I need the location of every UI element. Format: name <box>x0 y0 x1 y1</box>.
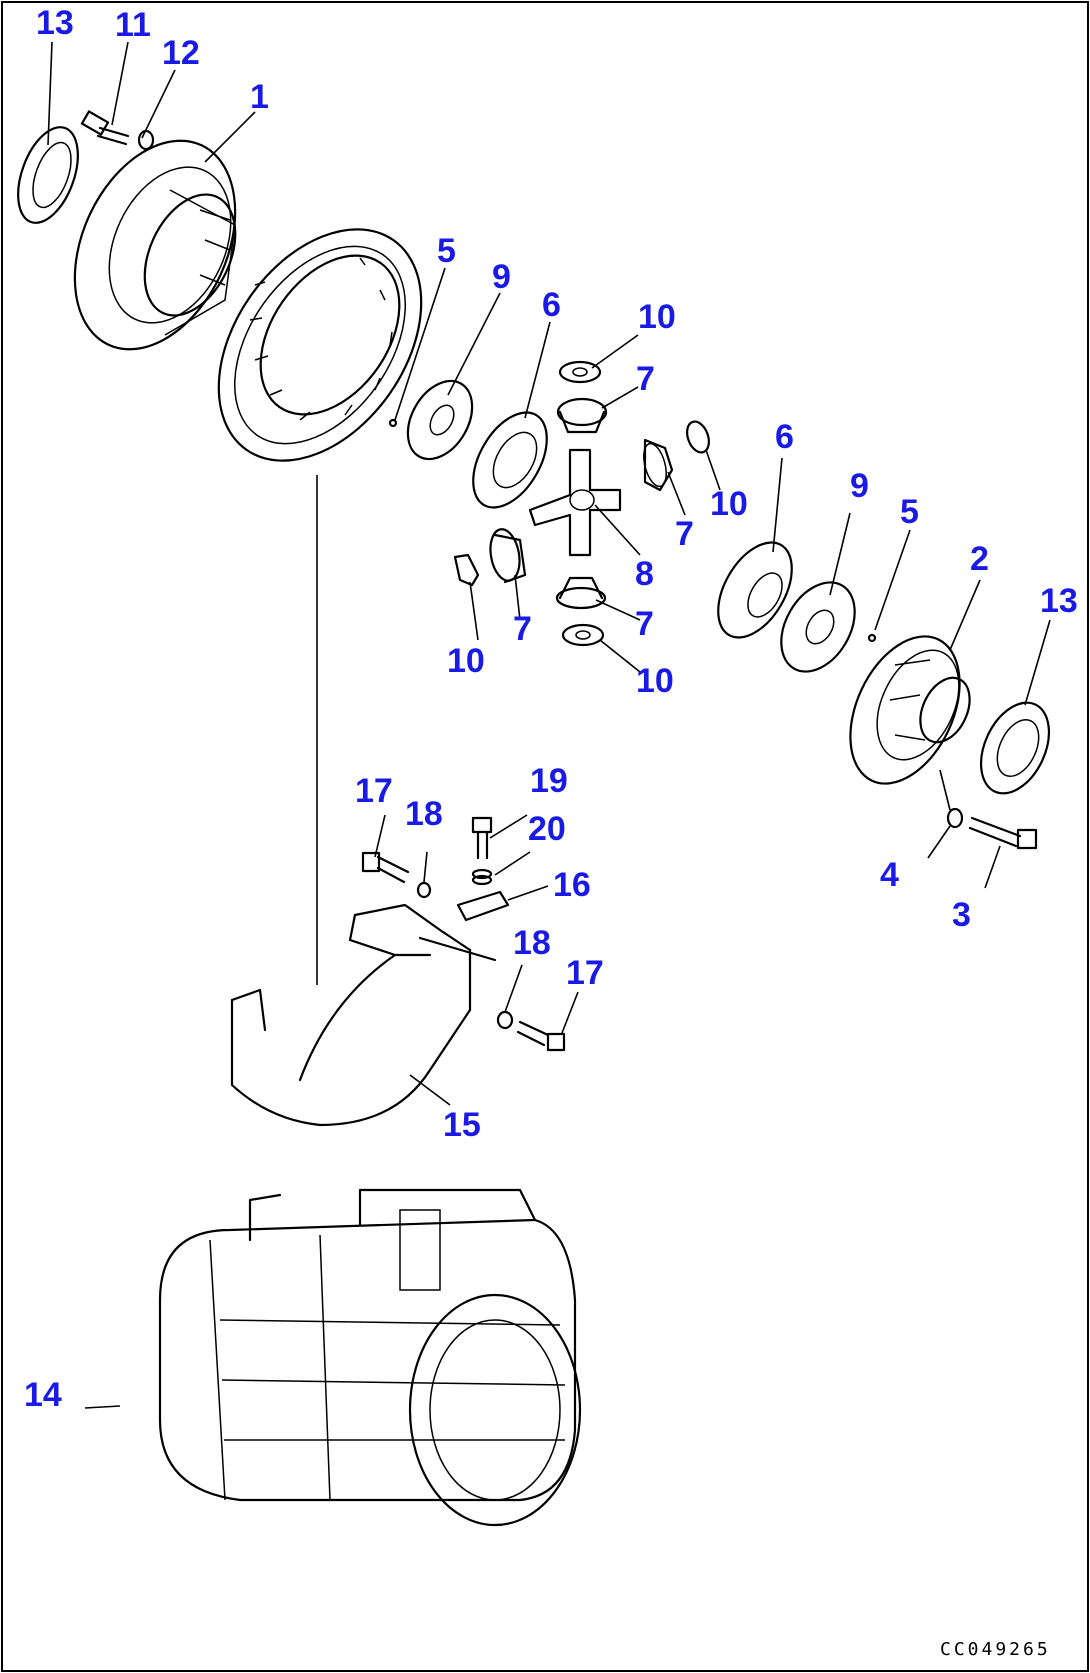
part-5-shim-upper <box>388 418 398 428</box>
callout-6-upper: 6 <box>542 286 561 324</box>
callout-3: 3 <box>952 896 971 934</box>
callout-17-upper: 17 <box>355 772 393 810</box>
callout-20: 20 <box>528 810 566 848</box>
part-13-left-bearing <box>17 126 79 224</box>
part-17-bolt-upper <box>361 851 410 884</box>
callout-numbers: 13 11 12 1 5 9 6 10 7 6 10 7 9 5 2 13 8 … <box>24 4 1078 1414</box>
callout-16: 16 <box>553 866 591 904</box>
callout-7-right: 7 <box>675 515 694 553</box>
callout-1: 1 <box>250 78 269 116</box>
part-10-washer-right <box>686 420 710 454</box>
part-18-washer-lower <box>496 1010 514 1030</box>
callout-7-bottom: 7 <box>635 605 654 643</box>
callout-19: 19 <box>530 762 568 800</box>
part-9-thrust-washer-lower <box>780 581 856 673</box>
callout-14: 14 <box>24 1376 62 1414</box>
part-4-washer <box>946 807 964 829</box>
part-8-spider <box>528 448 622 557</box>
callout-9-lower: 9 <box>850 467 869 505</box>
callout-15: 15 <box>443 1106 481 1144</box>
callout-6-lower: 6 <box>775 418 794 456</box>
part-7-pinion-top <box>556 397 608 434</box>
callout-18-upper: 18 <box>405 795 443 833</box>
part-10-washer-top <box>558 360 602 384</box>
callout-2: 2 <box>970 540 989 578</box>
callout-7-top: 7 <box>636 360 655 398</box>
callout-10-top: 10 <box>638 298 676 336</box>
callout-8: 8 <box>635 555 654 593</box>
part-3-bolt <box>968 816 1038 850</box>
part-7-pinion-left <box>489 528 527 584</box>
part-18-washer-upper <box>416 881 432 899</box>
part-13-right-bearing <box>979 701 1051 795</box>
leader-lines <box>47 41 1051 1106</box>
drawing-code: CC049265 <box>940 1639 1051 1660</box>
part-5-shim-lower <box>867 633 877 643</box>
part-20-washer <box>471 868 493 886</box>
callout-12: 12 <box>162 34 200 72</box>
part-19-bolt <box>471 816 493 860</box>
ring-gear <box>217 228 423 462</box>
part-2-case <box>849 635 971 785</box>
part-15-cap <box>230 903 497 1127</box>
callout-13-left: 13 <box>36 4 74 42</box>
callout-13-right: 13 <box>1040 582 1078 620</box>
part-14-housing <box>158 1188 582 1527</box>
callout-4: 4 <box>880 856 899 894</box>
callout-5-upper: 5 <box>437 232 456 270</box>
part-17-bolt-lower <box>516 1020 566 1052</box>
part-6-side-gear-lower <box>717 541 793 639</box>
part-16-lock-plate <box>456 890 510 922</box>
callout-7-left: 7 <box>513 610 532 648</box>
part-11-bolt <box>80 110 130 146</box>
part-14-leader <box>84 1405 121 1409</box>
callout-10-left: 10 <box>447 642 485 680</box>
callout-17-lower: 17 <box>566 954 604 992</box>
part-12-washer <box>137 129 155 151</box>
part-10-washer-bottom <box>561 623 605 647</box>
callout-10-bottom: 10 <box>636 662 674 700</box>
part-1-case <box>73 139 237 351</box>
part-7-pinion-right <box>643 438 674 492</box>
part-7-pinion-bottom <box>555 576 607 610</box>
callout-9-upper: 9 <box>492 258 511 296</box>
callout-10-right: 10 <box>710 485 748 523</box>
callout-11: 11 <box>115 6 151 44</box>
part-10-washer-left <box>453 553 480 587</box>
callout-5-lower: 5 <box>900 493 919 531</box>
callout-18-lower: 18 <box>513 924 551 962</box>
part-6-side-gear-upper <box>472 411 548 509</box>
part-9-thrust-washer-upper <box>406 379 474 461</box>
